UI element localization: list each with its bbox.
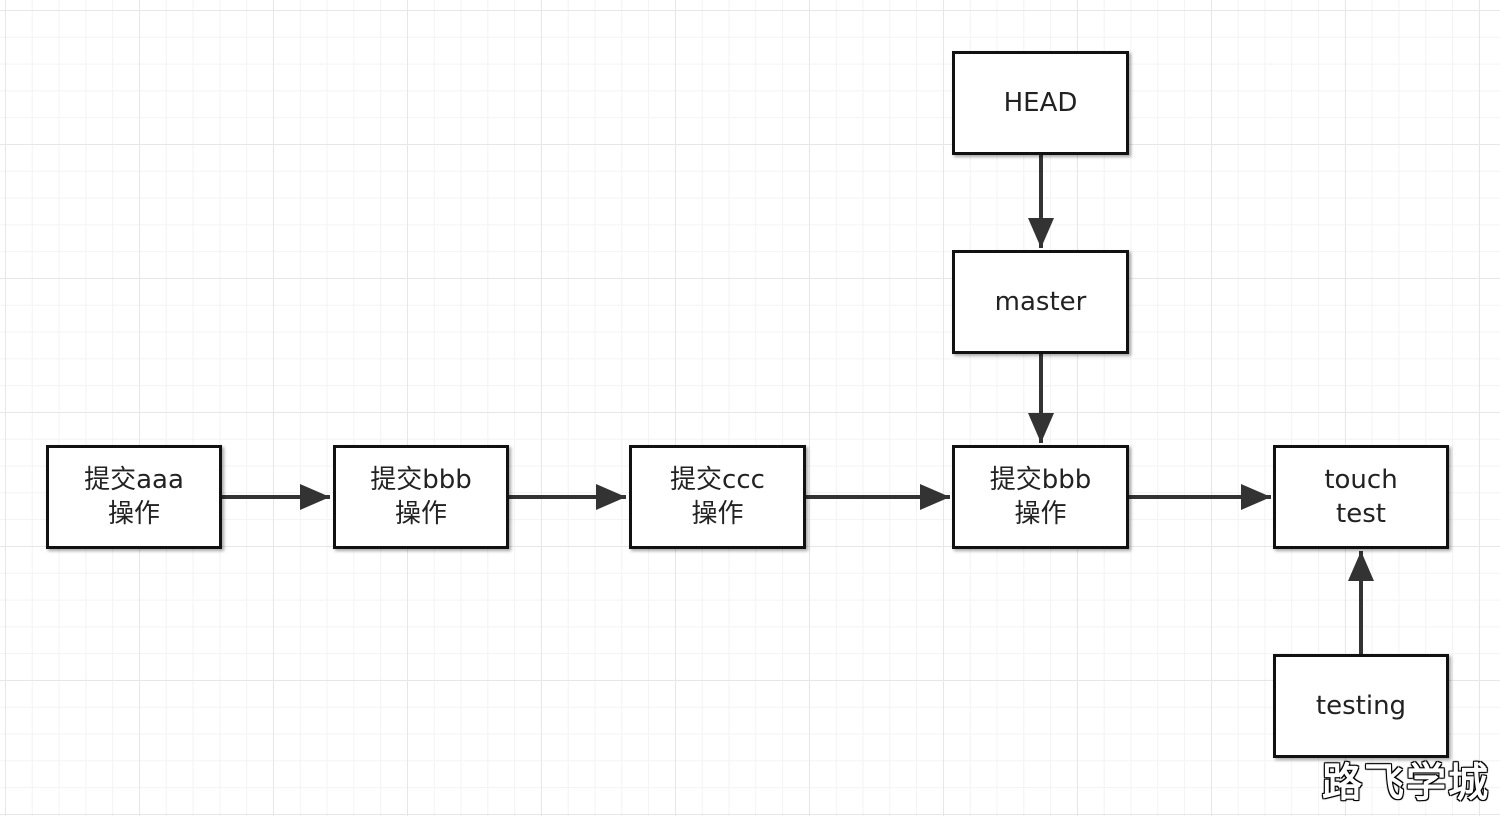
commit-touch-test-line1: touch	[1324, 465, 1398, 495]
commit-aaa-line2: 操作	[107, 499, 160, 529]
master-branch-node[interactable]: master	[952, 250, 1129, 354]
commit-ccc-line1: 提交ccc	[670, 465, 765, 495]
head-pointer-node[interactable]: HEAD	[952, 51, 1129, 155]
master-label: master	[994, 287, 1087, 317]
testing-label: testing	[1315, 691, 1407, 721]
commit-aaa-line1: 提交aaa	[84, 465, 184, 495]
commit-aaa-node[interactable]: 提交aaa 操作	[46, 445, 222, 549]
commit-ccc-node[interactable]: 提交ccc 操作	[629, 445, 806, 549]
commit-bbb-current-node[interactable]: 提交bbb 操作	[952, 445, 1129, 549]
watermark: 路飞学城	[1322, 760, 1490, 806]
commit-bbb-line2: 操作	[394, 499, 447, 529]
commit-bbb-current-line1: 提交bbb	[989, 465, 1092, 495]
commit-touch-test-node[interactable]: touch test	[1273, 445, 1449, 549]
commit-ccc-line2: 操作	[691, 499, 744, 529]
testing-branch-node[interactable]: testing	[1273, 654, 1449, 758]
commit-touch-test-line2: test	[1336, 499, 1386, 529]
commit-bbb-current-line2: 操作	[1014, 499, 1067, 529]
head-label: HEAD	[1003, 88, 1078, 118]
commit-bbb-node[interactable]: 提交bbb 操作	[333, 445, 509, 549]
commit-bbb-line1: 提交bbb	[370, 465, 472, 495]
